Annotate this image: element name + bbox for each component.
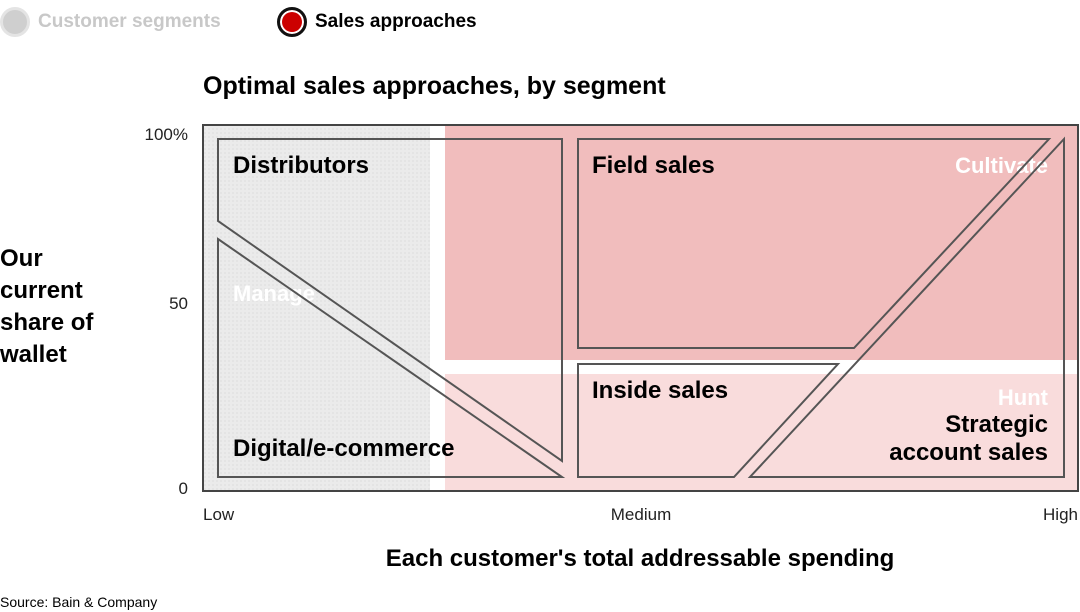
chart-title: Optimal sales approaches, by segment — [203, 72, 666, 100]
radio-on-icon — [277, 7, 307, 37]
legend-label-sales-approaches: Sales approaches — [315, 11, 477, 32]
y-tick-0: 0 — [179, 479, 188, 498]
legend-label-customer-segments: Customer segments — [38, 11, 221, 32]
x-tick-medium: Medium — [611, 505, 671, 524]
approach-label-distributors: Distributors — [233, 152, 369, 179]
segment-cultivate-region — [445, 125, 1078, 360]
shape-distributors — [217, 138, 563, 463]
shape-inside-sales — [577, 363, 841, 478]
source-note: Source: Bain & Company — [0, 594, 158, 610]
shape-field-sales — [577, 138, 1052, 349]
y-axis-label: Our current share of wallet — [0, 245, 94, 368]
approach-label-inside-sales: Inside sales — [592, 377, 728, 404]
x-axis-label: Each customer's total addressable spendi… — [385, 545, 895, 572]
segment-label-manage: Manage — [233, 281, 315, 306]
segment-hunt-region — [445, 374, 1078, 491]
y-tick-100: 100% — [145, 125, 188, 144]
approach-label-digital-ecommerce: Digital/e-commerce — [233, 435, 454, 462]
plot-frame — [202, 124, 1079, 492]
x-tick-low: Low — [203, 505, 235, 524]
radio-off-icon — [0, 7, 30, 37]
segment-label-hunt: Hunt — [998, 385, 1049, 410]
shape-digital-ecommerce — [217, 237, 566, 478]
y-tick-50: 50 — [169, 294, 188, 313]
x-tick-high: High — [1043, 505, 1078, 524]
legend-sales-approaches[interactable]: Sales approaches — [277, 4, 477, 40]
segment-label-cultivate: Cultivate — [955, 153, 1048, 178]
approach-label-field-sales: Field sales — [592, 152, 715, 179]
legend-customer-segments[interactable]: Customer segments — [0, 4, 221, 40]
shape-strategic-account-sales — [747, 136, 1065, 478]
